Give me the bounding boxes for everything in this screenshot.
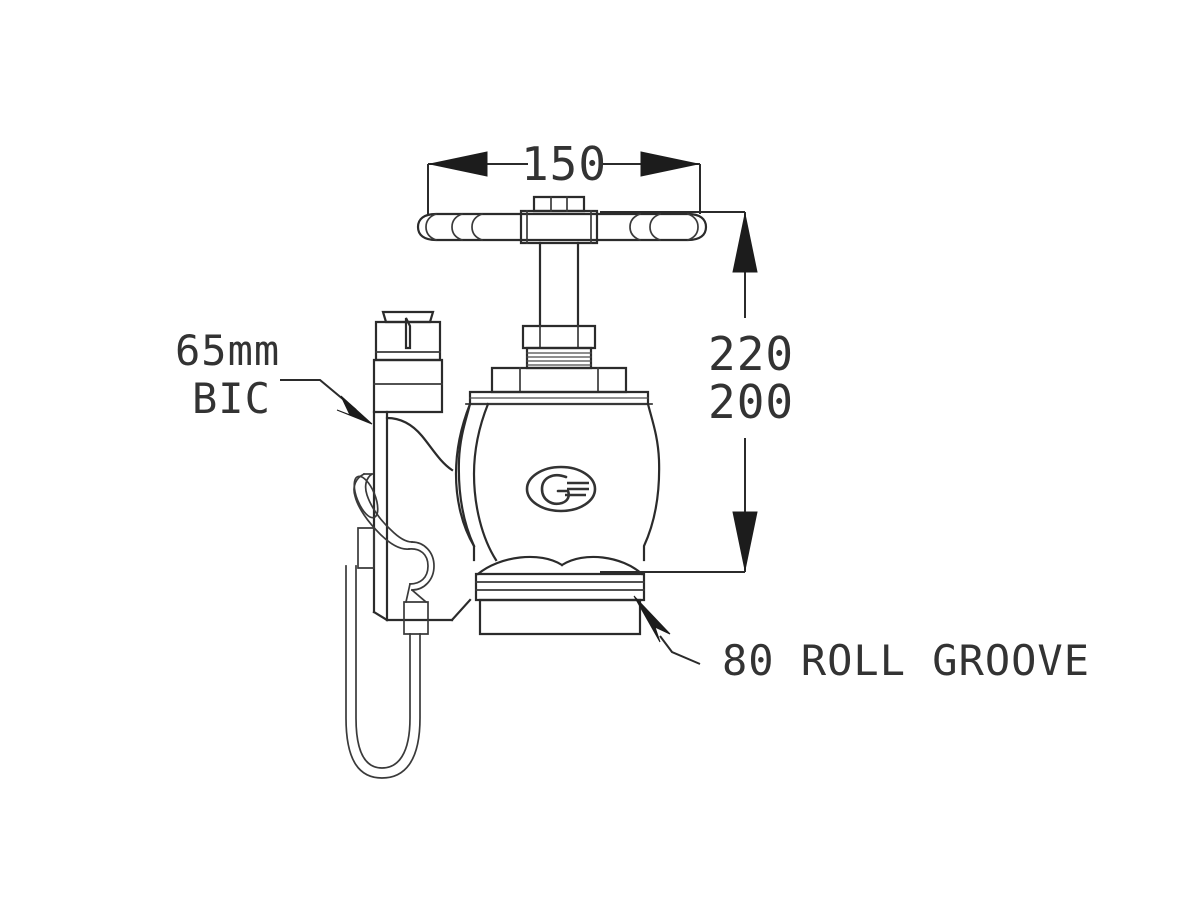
chain-bracket xyxy=(357,527,375,569)
inlet-shoulder xyxy=(385,416,454,472)
chain-hook-outer xyxy=(408,548,429,585)
arrowhead-vertical-top xyxy=(732,213,758,273)
cap-lug-notch xyxy=(404,317,412,350)
manufacturer-logo xyxy=(525,465,597,513)
inlet-coupling xyxy=(372,310,472,622)
inlet-bottom-edge xyxy=(372,610,389,622)
valve-stem xyxy=(538,241,580,328)
coupling-barrel xyxy=(372,358,444,414)
inlet-base-chamfer xyxy=(450,598,472,622)
logo-oval xyxy=(525,465,597,513)
handwheel-segment-3 xyxy=(649,212,662,242)
annotation-inlet-group: 65mm BIC xyxy=(175,326,373,425)
arrowhead-150-right xyxy=(640,151,699,177)
arrowhead-inlet xyxy=(336,395,373,425)
handwheel-segment-1 xyxy=(451,212,464,242)
handwheel-end-right xyxy=(686,212,699,242)
dimension-label-220: 220 xyxy=(708,327,794,381)
arrowhead-outlet xyxy=(633,595,671,643)
outlet-top-curve-right xyxy=(560,555,644,576)
chain-ferrule xyxy=(403,601,429,635)
chain-ferrule-neck-left xyxy=(404,582,412,604)
chain-shackle-outer xyxy=(353,472,410,550)
valve-body xyxy=(454,402,661,562)
arrowhead-150-left xyxy=(429,151,488,177)
dimension-vertical-group: 220 200 xyxy=(600,211,794,573)
handwheel-end-left xyxy=(425,212,438,242)
annotation-inlet-line2: BIC xyxy=(192,374,271,423)
body-left-profile xyxy=(457,402,476,562)
handwheel-segment-2 xyxy=(471,212,484,242)
chain-shackle-inner xyxy=(364,472,413,543)
outlet-top-curve-left xyxy=(476,555,564,576)
annotation-outlet-text: 80 ROLL GROOVE xyxy=(722,636,1090,685)
body-right-profile xyxy=(642,402,661,562)
chain-cable-outer xyxy=(355,565,411,769)
handwheel-segment-4 xyxy=(629,212,642,242)
handwheel xyxy=(416,195,708,245)
annotation-outlet-group: 80 ROLL GROOVE xyxy=(633,595,1090,685)
chain-ring xyxy=(353,475,379,519)
leader-line-outlet xyxy=(659,635,701,665)
dimension-150-group: 150 xyxy=(427,137,701,214)
gland-nut-body xyxy=(521,324,597,350)
arrowhead-vertical-bottom xyxy=(732,511,758,571)
dimension-label-200: 200 xyxy=(708,375,794,429)
chain-cable-inner xyxy=(345,565,421,779)
body-inlet-partition xyxy=(472,402,498,562)
body-inner-curve xyxy=(454,402,476,548)
logo-letter-g xyxy=(540,473,571,506)
outlet-spigot xyxy=(478,598,642,636)
outlet-groove xyxy=(474,555,646,636)
dimension-label-150: 150 xyxy=(521,137,607,191)
annotation-inlet-line1: 65mm xyxy=(175,326,280,375)
retaining-chain xyxy=(345,472,435,779)
chain-ferrule-neck-right xyxy=(410,588,428,604)
outlet-collar xyxy=(474,572,646,602)
chain-hook-inner xyxy=(411,541,435,591)
